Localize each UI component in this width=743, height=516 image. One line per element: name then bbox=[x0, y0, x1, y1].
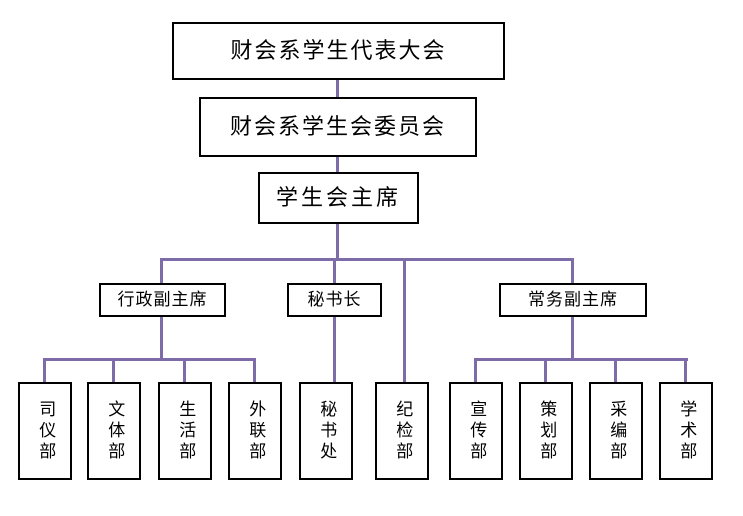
node-congress-label: 财会系学生代表大会 bbox=[230, 37, 447, 63]
node-editorial-dept-label: 采编部 bbox=[607, 399, 627, 463]
node-president-label: 学生会主席 bbox=[275, 184, 401, 210]
node-life-dept: 生活部 bbox=[158, 382, 212, 480]
connector-line bbox=[253, 358, 256, 382]
node-secretary-general-label: 秘书长 bbox=[307, 289, 362, 309]
connector-line bbox=[571, 258, 574, 283]
node-culture-sports-dept: 文体部 bbox=[87, 382, 141, 480]
connector-line bbox=[183, 358, 186, 382]
node-academic-dept: 学术部 bbox=[659, 382, 713, 480]
connector-line bbox=[544, 358, 547, 382]
connector-line bbox=[336, 80, 339, 97]
node-committee: 财会系学生会委员会 bbox=[199, 97, 477, 157]
connector-line bbox=[474, 358, 688, 361]
connector-line bbox=[160, 258, 163, 283]
node-executive-vp-label: 常务副主席 bbox=[528, 289, 618, 309]
node-external-liaison-dept: 外联部 bbox=[228, 382, 282, 480]
node-life-dept-label: 生活部 bbox=[176, 399, 196, 463]
node-secretary-general: 秘书长 bbox=[287, 283, 382, 317]
connector-line bbox=[614, 358, 617, 382]
connector-line bbox=[160, 258, 574, 261]
node-executive-vp: 常务副主席 bbox=[499, 283, 647, 317]
node-president: 学生会主席 bbox=[258, 172, 419, 224]
connector-line bbox=[336, 224, 339, 261]
node-editorial-dept: 采编部 bbox=[589, 382, 643, 480]
connector-line bbox=[333, 258, 336, 283]
connector-line bbox=[43, 358, 256, 361]
node-admin-vp: 行政副主席 bbox=[99, 283, 226, 317]
node-academic-dept-label: 学术部 bbox=[677, 399, 697, 463]
node-secretariat-label: 秘书处 bbox=[317, 399, 337, 463]
connector-line bbox=[43, 358, 46, 382]
node-congress: 财会系学生代表大会 bbox=[172, 22, 505, 80]
connector-line bbox=[474, 358, 477, 382]
connector-line bbox=[336, 157, 339, 172]
connector-line bbox=[333, 317, 336, 382]
node-culture-sports-dept-label: 文体部 bbox=[105, 399, 125, 463]
node-discipline-dept: 纪检部 bbox=[375, 382, 429, 480]
node-ceremony-dept-label: 司仪部 bbox=[36, 399, 56, 463]
node-secretariat: 秘书处 bbox=[299, 382, 353, 480]
node-publicity-dept: 宣传部 bbox=[449, 382, 503, 480]
node-planning-dept: 策划部 bbox=[519, 382, 573, 480]
connector-line bbox=[403, 258, 406, 382]
connector-line bbox=[571, 317, 574, 361]
connector-line bbox=[112, 358, 115, 382]
node-publicity-dept-label: 宣传部 bbox=[467, 399, 487, 463]
connector-line bbox=[160, 317, 163, 361]
node-ceremony-dept: 司仪部 bbox=[18, 382, 72, 480]
connector-line bbox=[684, 358, 687, 382]
node-discipline-dept-label: 纪检部 bbox=[393, 399, 413, 463]
node-committee-label: 财会系学生会委员会 bbox=[229, 113, 446, 139]
node-external-liaison-dept-label: 外联部 bbox=[246, 399, 266, 463]
node-admin-vp-label: 行政副主席 bbox=[117, 289, 208, 309]
node-planning-dept-label: 策划部 bbox=[537, 399, 557, 463]
